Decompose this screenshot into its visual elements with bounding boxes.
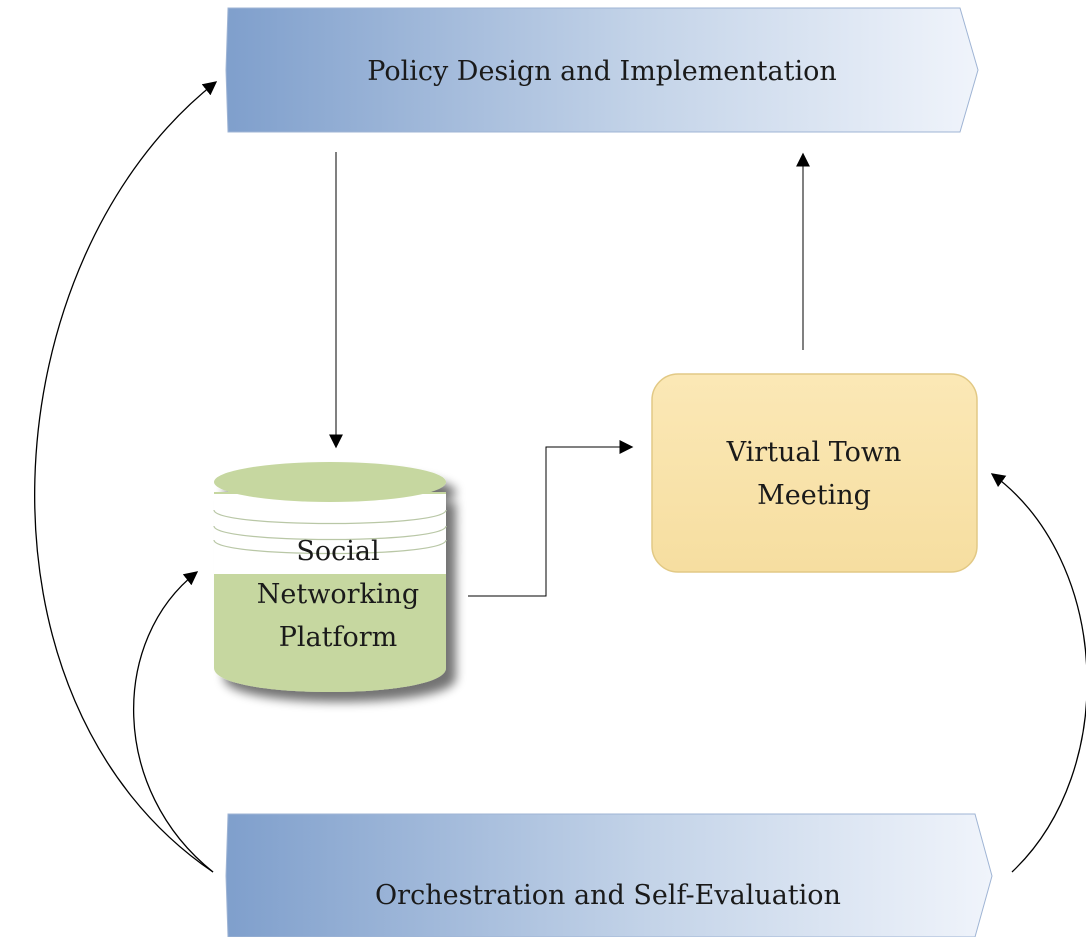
- policy-banner-shape: [225, 7, 979, 133]
- platform-label-line-2: Networking: [257, 579, 419, 610]
- town-label-line-1: Virtual Town: [726, 437, 902, 468]
- platform-cylinder-top: [214, 462, 446, 502]
- edge-orchestration-to-platform: [133, 571, 214, 873]
- orchestration-label: Orchestration and Self-Evaluation: [375, 880, 841, 911]
- platform-label-line-3: Platform: [279, 622, 398, 653]
- town-meeting-box: [651, 373, 978, 573]
- policy-design-label: Policy Design and Implementation: [367, 56, 837, 87]
- edge-orchestration-to-policy: [34, 81, 218, 873]
- orchestration-banner-shape: [225, 813, 993, 937]
- platform-cylinder-band: [214, 494, 446, 574]
- social-platform-label: Social Networking Platform: [257, 536, 419, 653]
- town-label-line-2: Meeting: [757, 480, 871, 511]
- edge-orchestration-to-town: [990, 473, 1086, 873]
- orchestration-node: Orchestration and Self-Evaluation: [225, 813, 993, 937]
- town-meeting-node: Virtual Town Meeting: [651, 373, 978, 573]
- policy-design-node: Policy Design and Implementation: [225, 7, 979, 133]
- edge-platform-to-town: [468, 440, 634, 597]
- platform-ring-lines: [213, 509, 447, 555]
- social-platform-node: [213, 462, 447, 692]
- platform-label-line-1: Social: [296, 536, 379, 567]
